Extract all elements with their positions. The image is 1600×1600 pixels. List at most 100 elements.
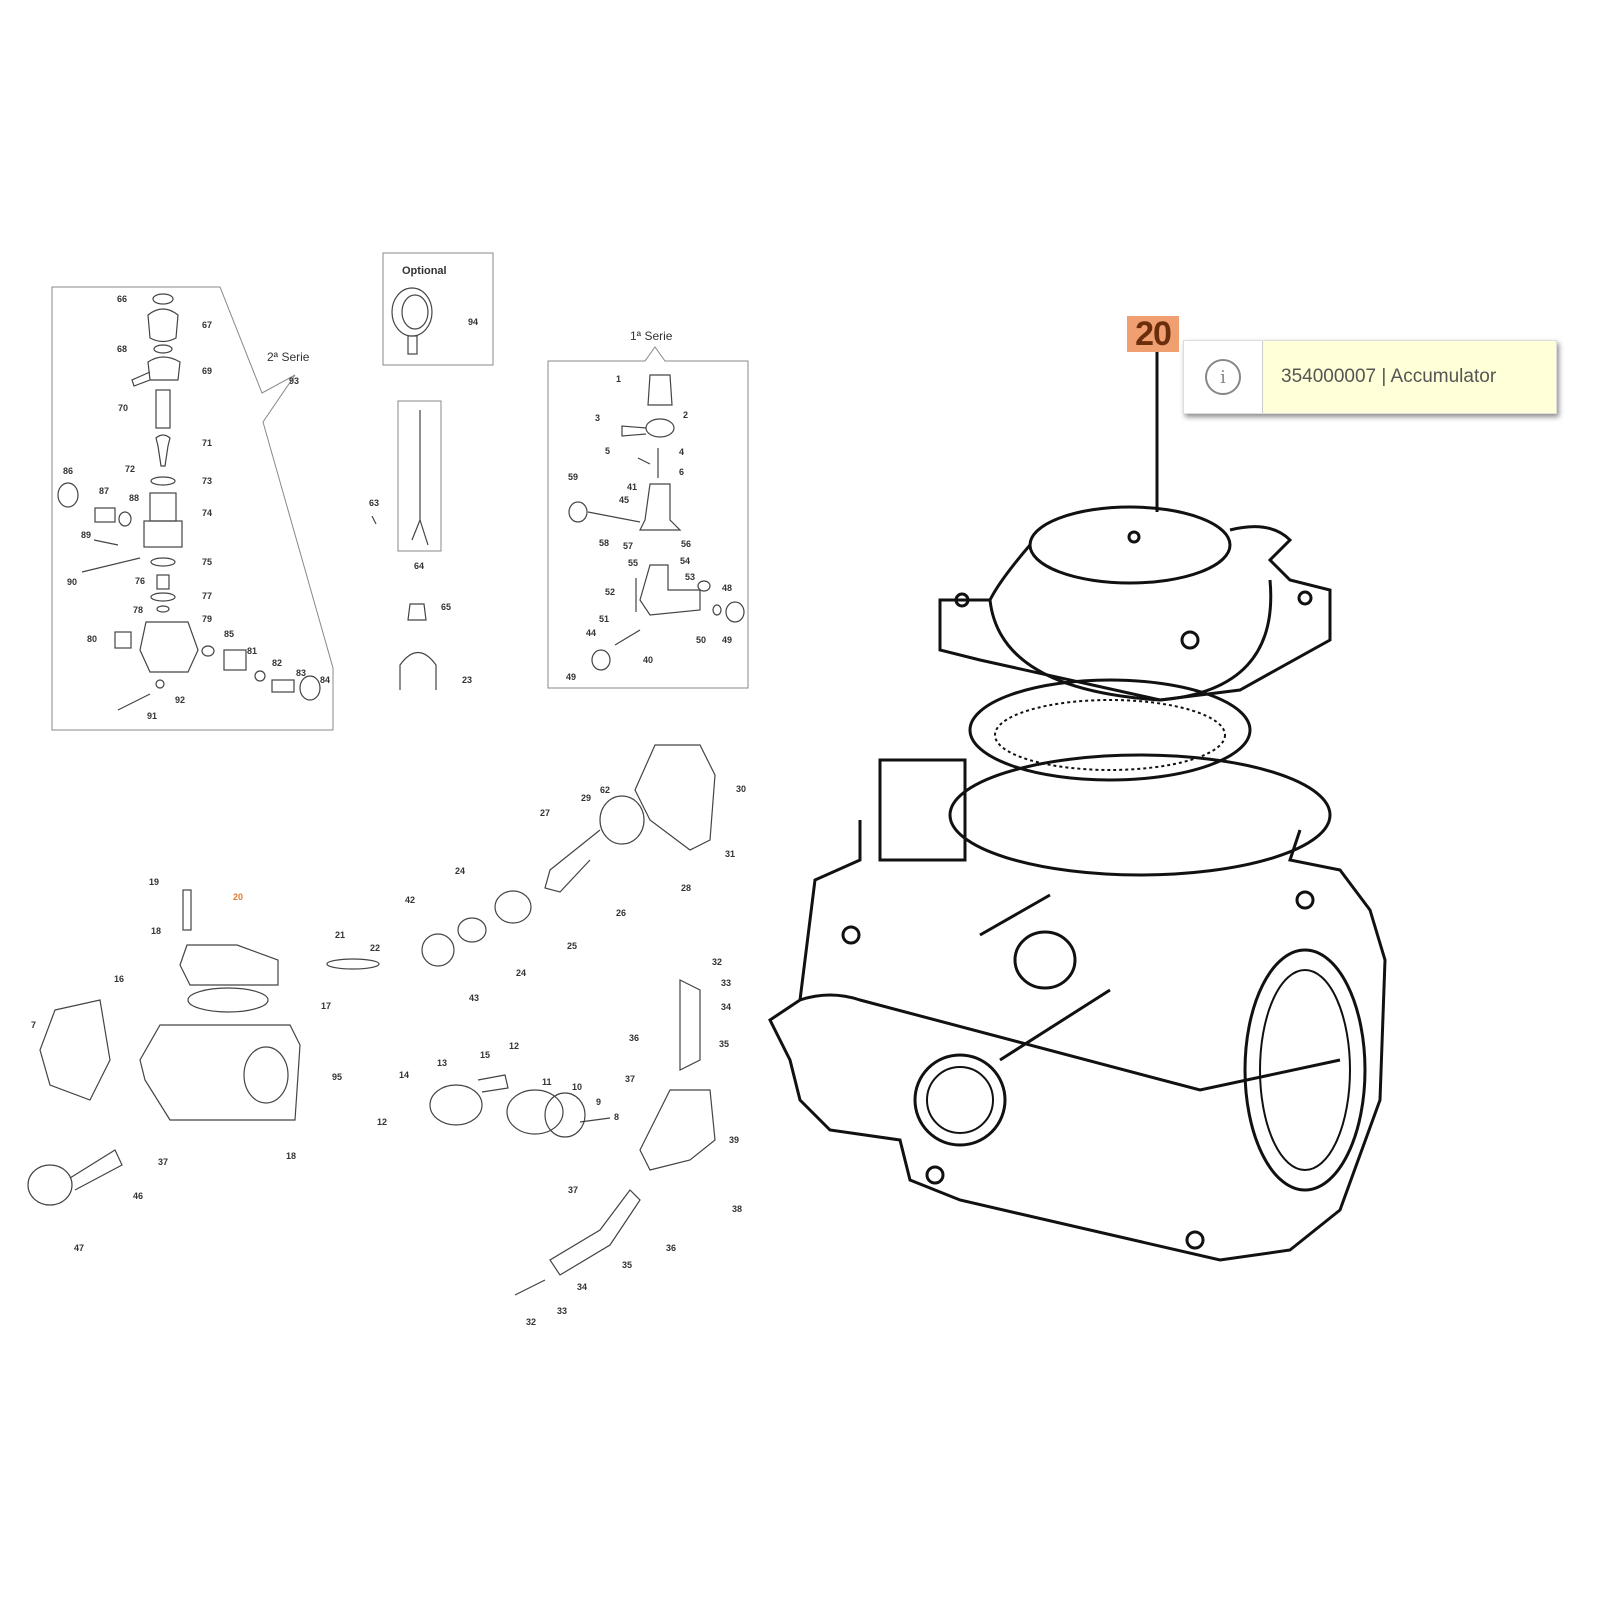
callout-label[interactable]: 42: [405, 895, 415, 905]
callout-label[interactable]: 89: [81, 530, 91, 540]
callout-label[interactable]: 92: [175, 695, 185, 705]
callout-label[interactable]: 58: [599, 538, 609, 548]
highlighted-callout-badge[interactable]: 20: [1127, 316, 1179, 352]
callout-label[interactable]: 51: [599, 614, 609, 624]
callout-label[interactable]: 56: [681, 539, 691, 549]
callout-label[interactable]: 35: [622, 1260, 632, 1270]
callout-label[interactable]: 12: [377, 1117, 387, 1127]
callout-label[interactable]: 33: [557, 1306, 567, 1316]
callout-label[interactable]: 78: [133, 605, 143, 615]
callout-label[interactable]: 84: [320, 675, 330, 685]
callout-label[interactable]: 19: [149, 877, 159, 887]
callout-label[interactable]: 34: [577, 1282, 587, 1292]
callout-label[interactable]: 9: [596, 1097, 601, 1107]
callout-label[interactable]: 74: [202, 508, 212, 518]
callout-label[interactable]: 33: [721, 978, 731, 988]
callout-label[interactable]: 93: [289, 376, 299, 386]
callout-label-highlighted[interactable]: 20: [233, 892, 243, 902]
callout-label[interactable]: 34: [721, 1002, 731, 1012]
callout-label[interactable]: 16: [114, 974, 124, 984]
callout-label[interactable]: 62: [600, 785, 610, 795]
callout-label[interactable]: 76: [135, 576, 145, 586]
callout-label[interactable]: 5: [605, 446, 610, 456]
callout-label[interactable]: 49: [566, 672, 576, 682]
callout-label[interactable]: 94: [468, 317, 478, 327]
callout-label[interactable]: 36: [629, 1033, 639, 1043]
callout-label[interactable]: 37: [568, 1185, 578, 1195]
callout-label[interactable]: 68: [117, 344, 127, 354]
callout-label[interactable]: 73: [202, 476, 212, 486]
callout-label[interactable]: 28: [681, 883, 691, 893]
callout-label[interactable]: 53: [685, 572, 695, 582]
callout-label[interactable]: 18: [286, 1151, 296, 1161]
callout-label[interactable]: 72: [125, 464, 135, 474]
callout-label[interactable]: 4: [679, 447, 684, 457]
callout-label[interactable]: 48: [722, 583, 732, 593]
callout-label[interactable]: 32: [526, 1317, 536, 1327]
callout-label[interactable]: 2: [683, 410, 688, 420]
callout-label[interactable]: 63: [369, 498, 379, 508]
callout-label[interactable]: 91: [147, 711, 157, 721]
callout-label[interactable]: 35: [719, 1039, 729, 1049]
callout-label[interactable]: 8: [614, 1112, 619, 1122]
callout-label[interactable]: 36: [666, 1243, 676, 1253]
callout-label[interactable]: 95: [332, 1072, 342, 1082]
callout-label[interactable]: 22: [370, 943, 380, 953]
callout-label[interactable]: 24: [455, 866, 465, 876]
callout-label[interactable]: 46: [133, 1191, 143, 1201]
callout-label[interactable]: 26: [616, 908, 626, 918]
callout-label[interactable]: 14: [399, 1070, 409, 1080]
callout-label[interactable]: 69: [202, 366, 212, 376]
callout-label[interactable]: 57: [623, 541, 633, 551]
callout-label[interactable]: 81: [247, 646, 257, 656]
callout-label[interactable]: 21: [335, 930, 345, 940]
callout-label[interactable]: 47: [74, 1243, 84, 1253]
callout-label[interactable]: 67: [202, 320, 212, 330]
callout-label[interactable]: 80: [87, 634, 97, 644]
callout-label[interactable]: 38: [732, 1204, 742, 1214]
callout-label[interactable]: 6: [679, 467, 684, 477]
callout-label[interactable]: 59: [568, 472, 578, 482]
callout-label[interactable]: 50: [696, 635, 706, 645]
callout-label[interactable]: 31: [725, 849, 735, 859]
callout-label[interactable]: 7: [31, 1020, 36, 1030]
callout-label[interactable]: 71: [202, 438, 212, 448]
callout-label[interactable]: 75: [202, 557, 212, 567]
callout-label[interactable]: 44: [586, 628, 596, 638]
callout-label[interactable]: 85: [224, 629, 234, 639]
callout-label[interactable]: 15: [480, 1050, 490, 1060]
callout-label[interactable]: 39: [729, 1135, 739, 1145]
callout-label[interactable]: 25: [567, 941, 577, 951]
callout-label[interactable]: 23: [462, 675, 472, 685]
callout-label[interactable]: 29: [581, 793, 591, 803]
callout-label[interactable]: 41: [627, 482, 637, 492]
callout-label[interactable]: 82: [272, 658, 282, 668]
callout-label[interactable]: 64: [414, 561, 424, 571]
callout-label[interactable]: 17: [321, 1001, 331, 1011]
callout-label[interactable]: 37: [158, 1157, 168, 1167]
callout-label[interactable]: 66: [117, 294, 127, 304]
callout-label[interactable]: 18: [151, 926, 161, 936]
callout-label[interactable]: 70: [118, 403, 128, 413]
callout-label[interactable]: 37: [625, 1074, 635, 1084]
callout-label[interactable]: 86: [63, 466, 73, 476]
callout-label[interactable]: 40: [643, 655, 653, 665]
callout-label[interactable]: 24: [516, 968, 526, 978]
callout-label[interactable]: 54: [680, 556, 690, 566]
callout-label[interactable]: 55: [628, 558, 638, 568]
callout-label[interactable]: 90: [67, 577, 77, 587]
callout-label[interactable]: 32: [712, 957, 722, 967]
callout-label[interactable]: 43: [469, 993, 479, 1003]
callout-label[interactable]: 77: [202, 591, 212, 601]
callout-label[interactable]: 87: [99, 486, 109, 496]
callout-label[interactable]: 88: [129, 493, 139, 503]
callout-label[interactable]: 49: [722, 635, 732, 645]
callout-label[interactable]: 13: [437, 1058, 447, 1068]
callout-label[interactable]: 65: [441, 602, 451, 612]
callout-label[interactable]: 11: [542, 1077, 552, 1087]
callout-label[interactable]: 52: [605, 587, 615, 597]
callout-label[interactable]: 83: [296, 668, 306, 678]
callout-label[interactable]: 1: [616, 374, 621, 384]
callout-label[interactable]: 12: [509, 1041, 519, 1051]
callout-label[interactable]: 45: [619, 495, 629, 505]
